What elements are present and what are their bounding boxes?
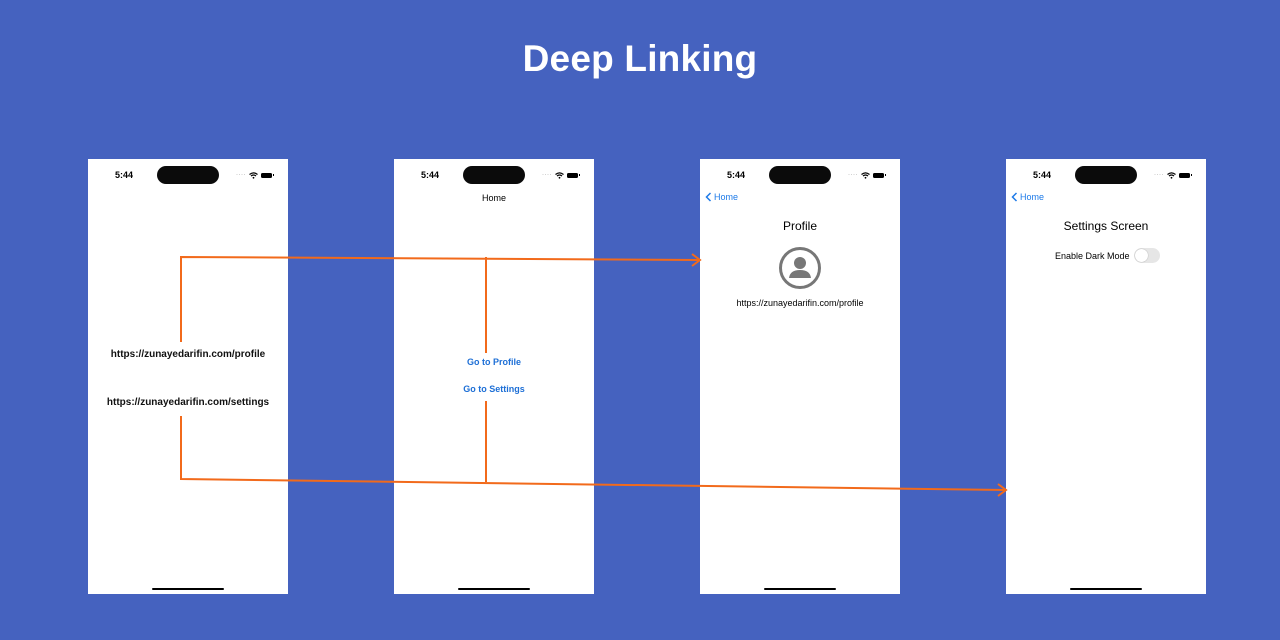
arrowhead-profile	[691, 253, 702, 267]
screen-title: Profile	[782, 219, 817, 233]
status-time: 5:44	[727, 170, 746, 180]
home-indicator	[1070, 588, 1142, 590]
person-circle-icon	[779, 247, 821, 289]
phone-home-screen: 5:44 ···· Home Go to Profile Go to Setti…	[394, 159, 594, 594]
arrowhead-settings	[997, 483, 1008, 497]
dynamic-island	[769, 166, 831, 184]
battery-icon	[873, 172, 886, 178]
status-icons: ····	[236, 170, 274, 180]
dark-mode-toggle[interactable]	[1133, 248, 1160, 263]
settings-deep-link[interactable]: https://zunayedarifin.com/settings	[106, 397, 270, 408]
battery-icon	[261, 172, 274, 178]
back-label: Home	[1020, 192, 1045, 202]
signal-icon: ····	[848, 172, 858, 178]
phone-settings-screen: 5:44 ···· Home Settings Screen Enable Da…	[1006, 159, 1206, 594]
nav-title: Home	[481, 193, 506, 203]
battery-icon	[1179, 172, 1192, 178]
home-indicator	[764, 588, 836, 590]
dark-mode-label: Enable Dark Mode	[1055, 250, 1130, 261]
status-icons: ····	[848, 170, 886, 180]
status-time: 5:44	[1033, 170, 1052, 180]
diagram-title: Deep Linking	[522, 38, 758, 79]
wifi-icon	[1167, 171, 1176, 179]
screen-title: Settings Screen	[1063, 219, 1149, 233]
signal-icon: ····	[236, 172, 246, 178]
home-indicator	[458, 588, 530, 590]
phone-profile-screen: 5:44 ···· Home Profile https://zunayedar…	[700, 159, 900, 594]
dynamic-island	[463, 166, 525, 184]
home-indicator	[152, 588, 224, 590]
dynamic-island	[1075, 166, 1137, 184]
signal-icon: ····	[1154, 172, 1164, 178]
profile-deep-link[interactable]: https://zunayedarifin.com/profile	[110, 349, 266, 360]
back-button[interactable]: Home	[705, 192, 738, 202]
battery-icon	[567, 172, 580, 178]
status-icons: ····	[1154, 170, 1192, 180]
back-button[interactable]: Home	[1011, 192, 1044, 202]
wifi-icon	[861, 171, 870, 179]
go-to-settings-button[interactable]: Go to Settings	[463, 384, 525, 394]
chevron-left-icon	[1011, 192, 1018, 202]
status-icons: ····	[542, 170, 580, 180]
go-to-profile-button[interactable]: Go to Profile	[467, 357, 521, 367]
status-time: 5:44	[421, 170, 440, 180]
dark-mode-row: Enable Dark Mode	[1055, 248, 1160, 263]
status-time: 5:44	[115, 170, 134, 180]
chevron-left-icon	[705, 192, 712, 202]
toggle-knob	[1134, 249, 1148, 262]
signal-icon: ····	[542, 172, 552, 178]
wifi-icon	[249, 171, 258, 179]
profile-url-label: https://zunayedarifin.com/profile	[736, 298, 864, 308]
dynamic-island	[157, 166, 219, 184]
back-label: Home	[714, 192, 739, 202]
arrow-to-profile	[180, 255, 701, 342]
arrow-to-settings	[180, 416, 1007, 491]
wifi-icon	[555, 171, 564, 179]
phone-links-screen: 5:44 ···· https://zunayedarifin.com/prof…	[88, 159, 288, 594]
